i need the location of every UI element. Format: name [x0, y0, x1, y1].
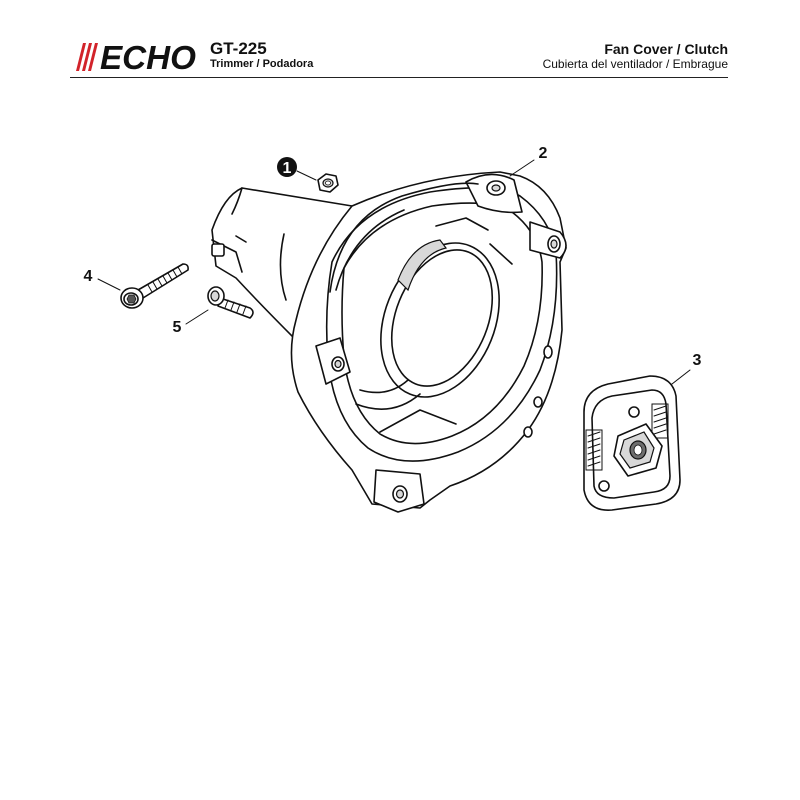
callout-4-label: 4	[84, 268, 93, 285]
clutch-spring-right-icon	[651, 403, 669, 439]
callout-5-label: 5	[173, 319, 182, 336]
page-header: ECHO GT-225 Trimmer / Podadora Fan Cover…	[0, 0, 800, 80]
part-2-fan-cover[interactable]	[211, 171, 567, 513]
model-block: GT-225 Trimmer / Podadora	[210, 39, 313, 71]
callout-4: 4	[84, 268, 121, 291]
echo-logo: ECHO	[76, 40, 196, 72]
callout-3-label: 3	[693, 352, 702, 369]
section-subtitle: Cubierta del ventilador / Embrague	[542, 57, 728, 71]
part-5-bolt[interactable]	[207, 286, 254, 319]
callout-3: 3	[671, 352, 702, 385]
model-number: GT-225	[210, 39, 267, 58]
part-3-clutch[interactable]	[583, 375, 681, 511]
callout-1-label: 1	[283, 160, 292, 177]
clutch-spring-left-icon	[585, 429, 603, 471]
callout-2: 2	[509, 145, 548, 177]
section-title: Fan Cover / Clutch	[604, 41, 728, 57]
callout-1: 1	[277, 157, 317, 181]
callout-2-label: 2	[539, 145, 548, 162]
product-name: Trimmer / Podadora	[210, 58, 314, 70]
neck-slot-icon	[211, 243, 225, 257]
header-rule	[70, 77, 728, 78]
section-title-block: Fan Cover / Clutch Cubierta del ventilad…	[543, 41, 728, 72]
brand-wordmark: ECHO	[100, 40, 196, 72]
part-4-screw[interactable]	[120, 263, 189, 309]
part-1-nut[interactable]	[317, 173, 339, 193]
callout-5: 5	[173, 309, 209, 336]
